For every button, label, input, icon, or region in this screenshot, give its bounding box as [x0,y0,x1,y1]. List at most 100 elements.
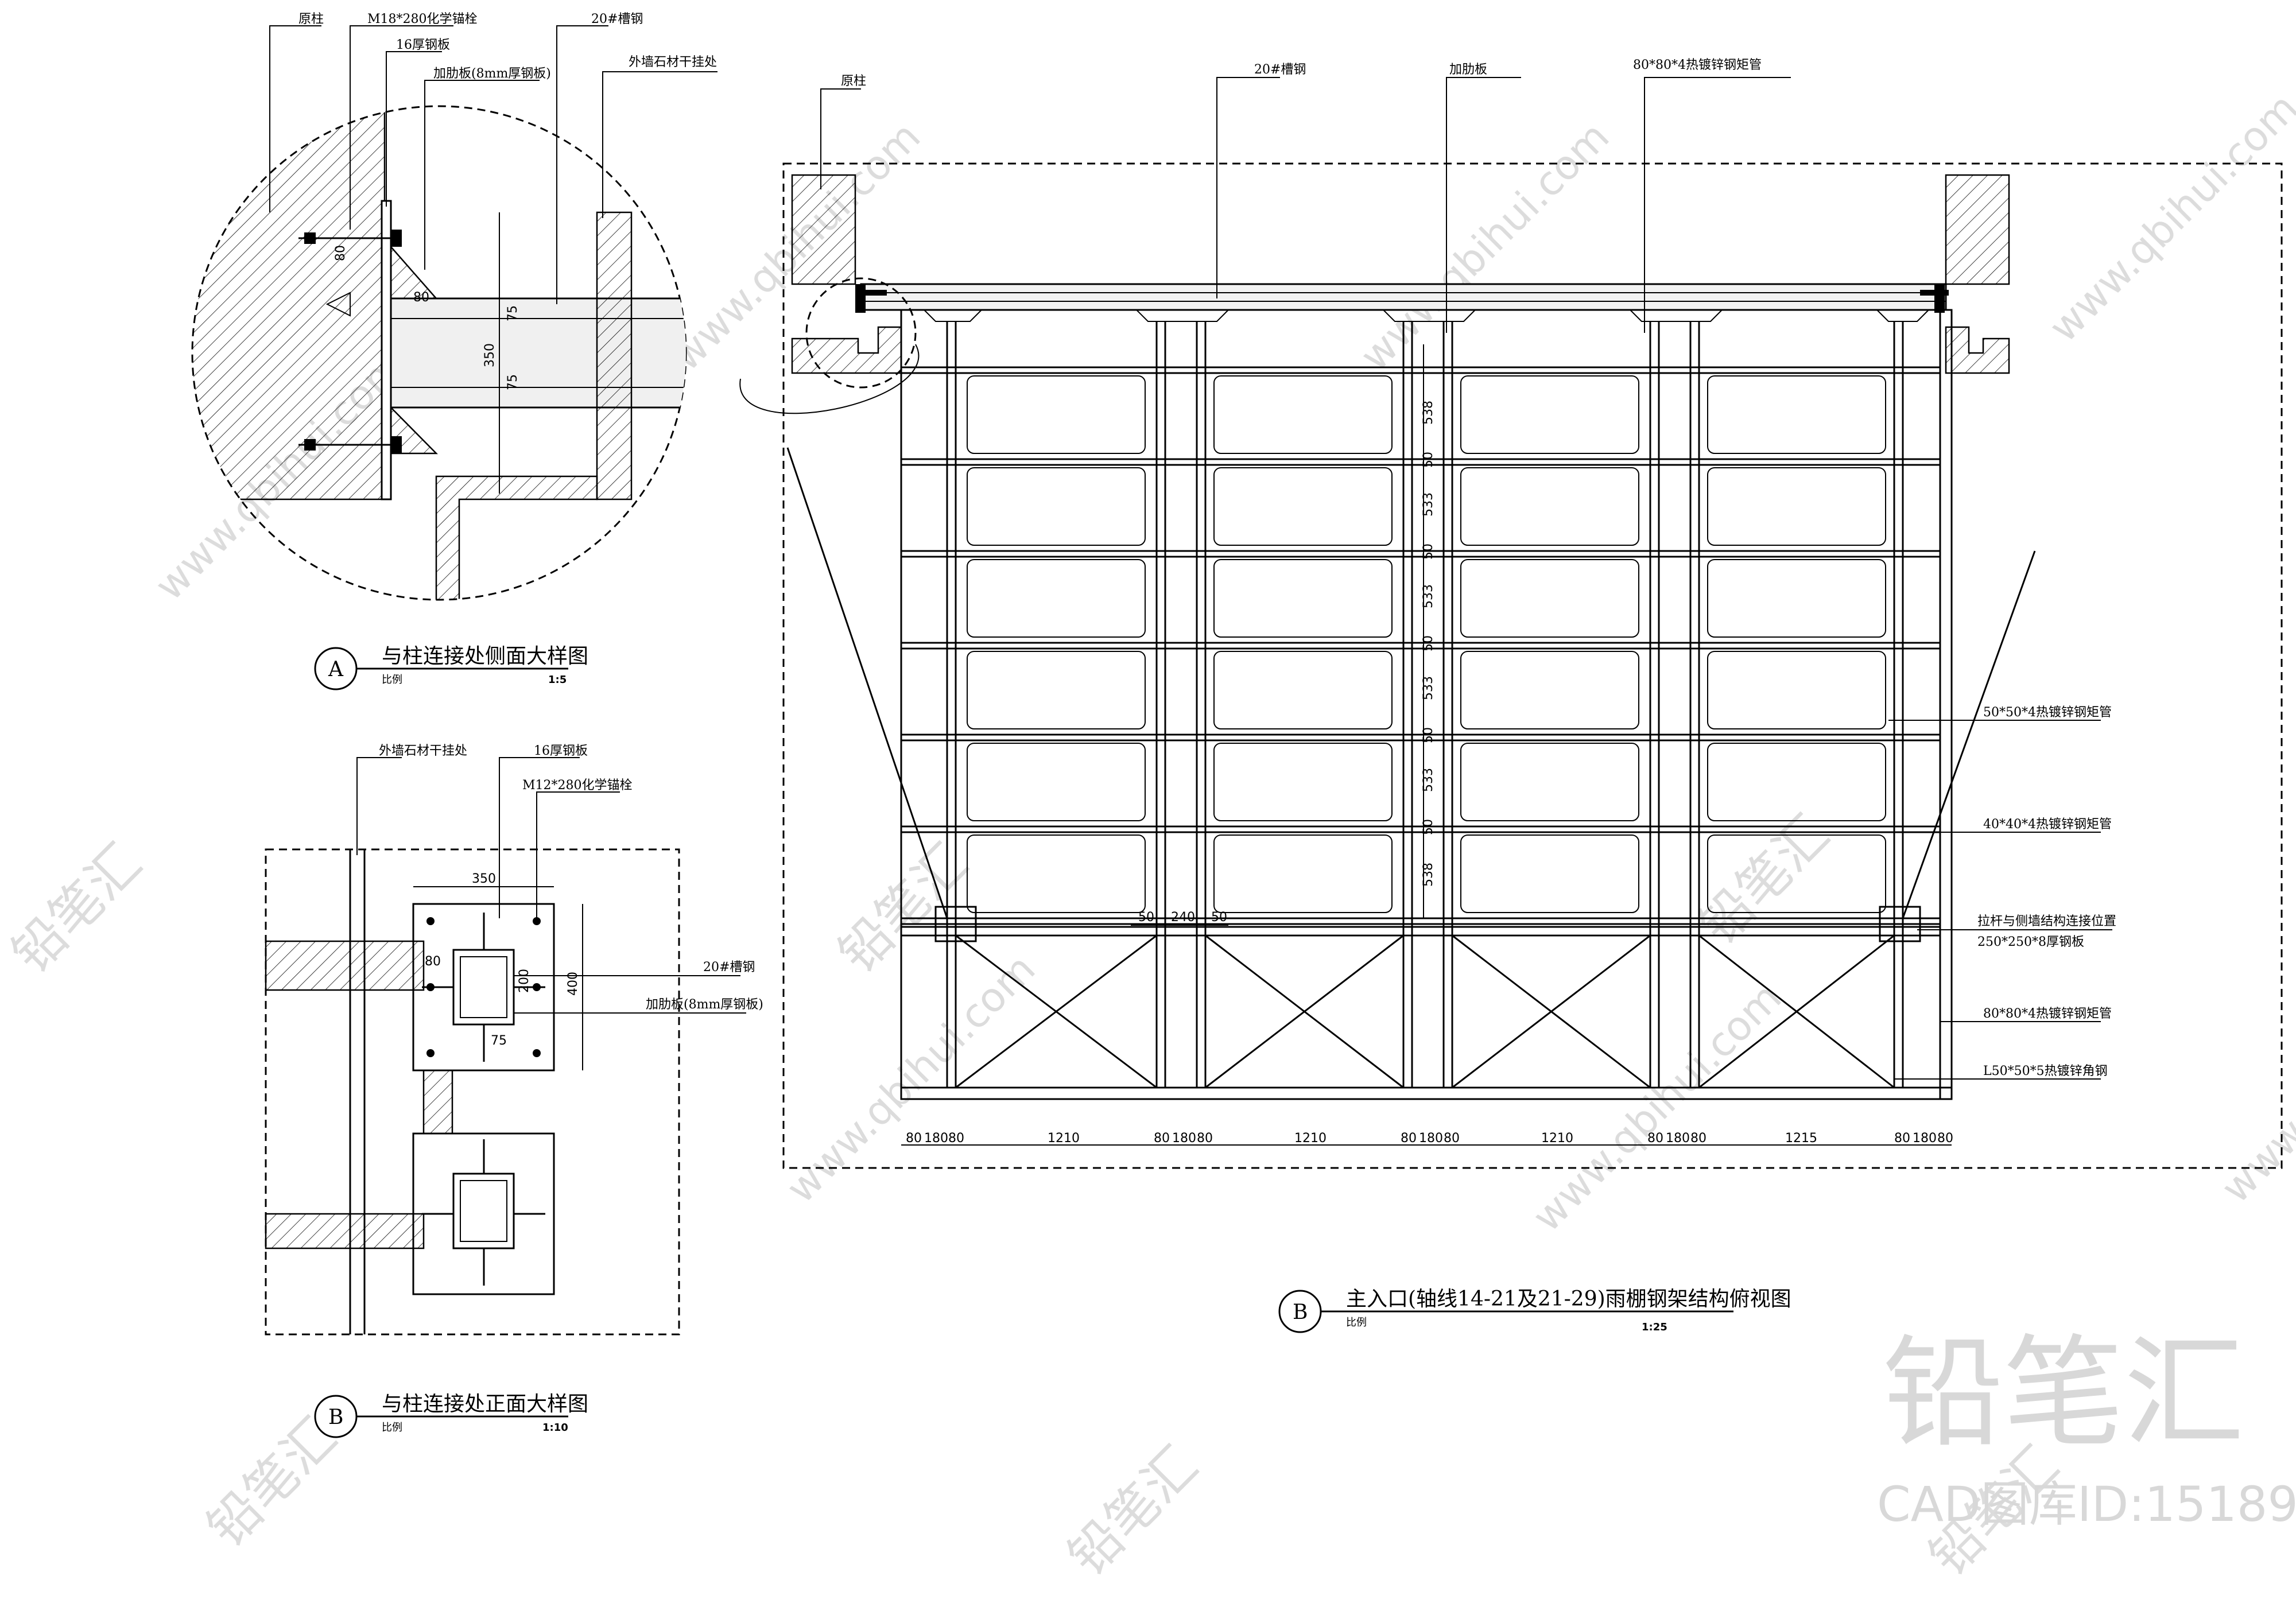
plan-label-c3: 拉杆与侧墙结构连接位置 [1977,914,2116,929]
plan-purlins [901,366,1940,925]
dim-a-350: 350 [483,343,497,367]
plan-vertical-dims: 538 50 533 50 533 50 533 50 533 50 538 [1421,344,1436,918]
bdim: 1215 [1785,1131,1817,1146]
plan-title: 主入口(轴线14-21及21-29)雨棚钢架结构俯视图 [1346,1287,1791,1311]
bdim: 180 [1913,1131,1937,1146]
plan-glass-panels [967,375,1886,913]
bdim: 80 [1894,1131,1910,1146]
watermark-url: www.qbihui.com [1351,113,1618,380]
label-rib: 加肋板(8mm厚钢板) [433,67,551,81]
plan-marker: B [1293,1301,1308,1324]
plan-label-tube: 80*80*4热镀锌钢矩管 [1633,58,1762,72]
watermark-brand-large: 铅笔汇 [1883,1323,2244,1464]
watermark-brand: 铅笔汇 [196,1406,348,1558]
plan-label-c2: 40*40*4热镀锌钢矩管 [1983,817,2112,832]
vdim: 50 [1421,635,1436,651]
vdim: 538 [1421,863,1436,887]
label-bolt: M18*280化学锚栓 [367,12,478,26]
dim-a-80b: 80 [413,290,429,305]
plan-label-c4: 80*80*4热镀锌钢矩管 [1983,1007,2112,1021]
bdim: 80 [1197,1131,1213,1146]
bdim: 80 [1444,1131,1460,1146]
mdim: 240 [1171,910,1195,925]
plan-label-rib: 加肋板 [1449,63,1487,77]
vdim: 533 [1421,676,1436,700]
detail-a-title-block: A 与柱连接处侧面大样图 比例 1:5 [314,645,588,690]
plan-label-c1: 50*50*4热镀锌钢矩管 [1983,705,2112,720]
watermark-url: www.qbihui.com [777,945,1044,1212]
label-b-bolt: M12*280化学锚栓 [522,778,633,793]
plan-label-c3b: 250*250*8厚钢板 [1977,935,2084,949]
vdim: 533 [1421,768,1436,792]
bdim: 1210 [1294,1131,1327,1146]
mdim: 50 [1211,910,1227,925]
watermark-url: www.qbihui.com [2040,84,2296,351]
bdim: 80 [1647,1131,1663,1146]
watermark-url: www.qbihui.com [2212,945,2296,1212]
detail-a-scale-label: 比例 [382,674,402,686]
plan-title-block: B 主入口(轴线14-21及21-29)雨棚钢架结构俯视图 比例 1:25 [1278,1287,1791,1333]
detail-b-marker: B [328,1406,343,1429]
plan-vertical-members [946,310,1941,1099]
bdim: 80 [948,1131,964,1146]
bdim: 80 [906,1131,922,1146]
dim-a-75: 75 [506,305,520,321]
detail-b-elevation: 350 80 200 400 75 [265,848,680,1336]
dim-a-75b: 75 [506,374,520,390]
detail-b-scale: 1:10 [542,1422,568,1434]
detail-a-title: 与柱连接处侧面大样图 [382,645,588,668]
plan-label-column: 原柱 [841,74,866,88]
detail-b-callouts: 外墙石材干挂处 16厚钢板 M12*280化学锚栓 20#槽钢 加肋板(8mm厚… [356,744,763,1014]
detail-b-scale-label: 比例 [382,1422,402,1434]
vdim: 533 [1421,584,1436,608]
vdim: 50 [1421,452,1436,468]
watermark-brand: 铅笔汇 [1057,1435,1209,1587]
plan-label-c5: L50*50*5热镀锌角钢 [1983,1064,2108,1078]
bdim: 180 [1666,1131,1690,1146]
vdim: 50 [1421,819,1436,835]
label-b-channel: 20#槽钢 [703,960,755,975]
mdim: 50 [1138,910,1154,925]
label-stone: 外墙石材干挂处 [629,55,717,69]
watermark-cad-id: CAD图库ID:15189 [1877,1476,2296,1532]
bdim: 80 [1690,1131,1707,1146]
watermark-url: www.qbihui.com [1523,974,1790,1241]
bdim: 180 [1419,1131,1443,1146]
plan-view [739,162,2283,1169]
plan-scale: 1:25 [1642,1321,1667,1333]
label-b-rib: 加肋板(8mm厚钢板) [646,997,763,1012]
label-b-plate: 16厚钢板 [534,744,588,758]
plan-label-channel: 20#槽钢 [1254,63,1306,77]
detail-b-title-block: B 与柱连接处正面大样图 比例 1:10 [314,1392,588,1438]
vdim: 50 [1421,544,1436,560]
plan-x-bracing [955,934,1895,1089]
bdim: 180 [1172,1131,1196,1146]
vdim: 533 [1421,492,1436,517]
detail-a-scale: 1:5 [548,674,567,686]
bdim: 1210 [1541,1131,1573,1146]
label-channel: 20#槽钢 [591,12,643,26]
watermark-brand: 铅笔汇 [1,832,153,984]
plan-bottom-dims: 80 180 80 1210 80 180 80 1210 80 180 80 … [901,1131,1953,1146]
plan-side-callouts: 50*50*4热镀锌钢矩管 40*40*4热镀锌钢矩管 拉杆与侧墙结构连接位置 … [1865,705,2116,1080]
bdim: 180 [924,1131,948,1146]
vdim: 538 [1421,401,1436,425]
plan-mid-dims: 50 240 50 [1131,910,1228,926]
detail-a-callouts: 原柱 M18*280化学锚栓 16厚钢板 加肋板(8mm厚钢板) 20#槽钢 外… [269,12,718,304]
dim-b-350: 350 [472,872,496,886]
vdim: 50 [1421,727,1436,743]
plan-top-callouts: 原柱 20#槽钢 加肋板 80*80*4热镀锌钢矩管 [820,58,1791,333]
dim-b-80: 80 [425,954,441,969]
plan-scale-label: 比例 [1346,1317,1367,1329]
cad-id-watermark: 铅笔汇 CAD图库ID:15189 [1877,1323,2296,1532]
label-plate: 16厚钢板 [396,38,450,52]
dim-b-200: 200 [517,969,532,993]
label-b-stone: 外墙石材干挂处 [379,744,467,758]
bdim: 80 [1154,1131,1170,1146]
dim-b-75: 75 [491,1034,507,1048]
detail-a-marker: A [328,658,344,681]
bdim: 80 [1937,1131,1953,1146]
dim-a-80: 80 [333,245,348,261]
detail-b-title: 与柱连接处正面大样图 [382,1392,588,1416]
